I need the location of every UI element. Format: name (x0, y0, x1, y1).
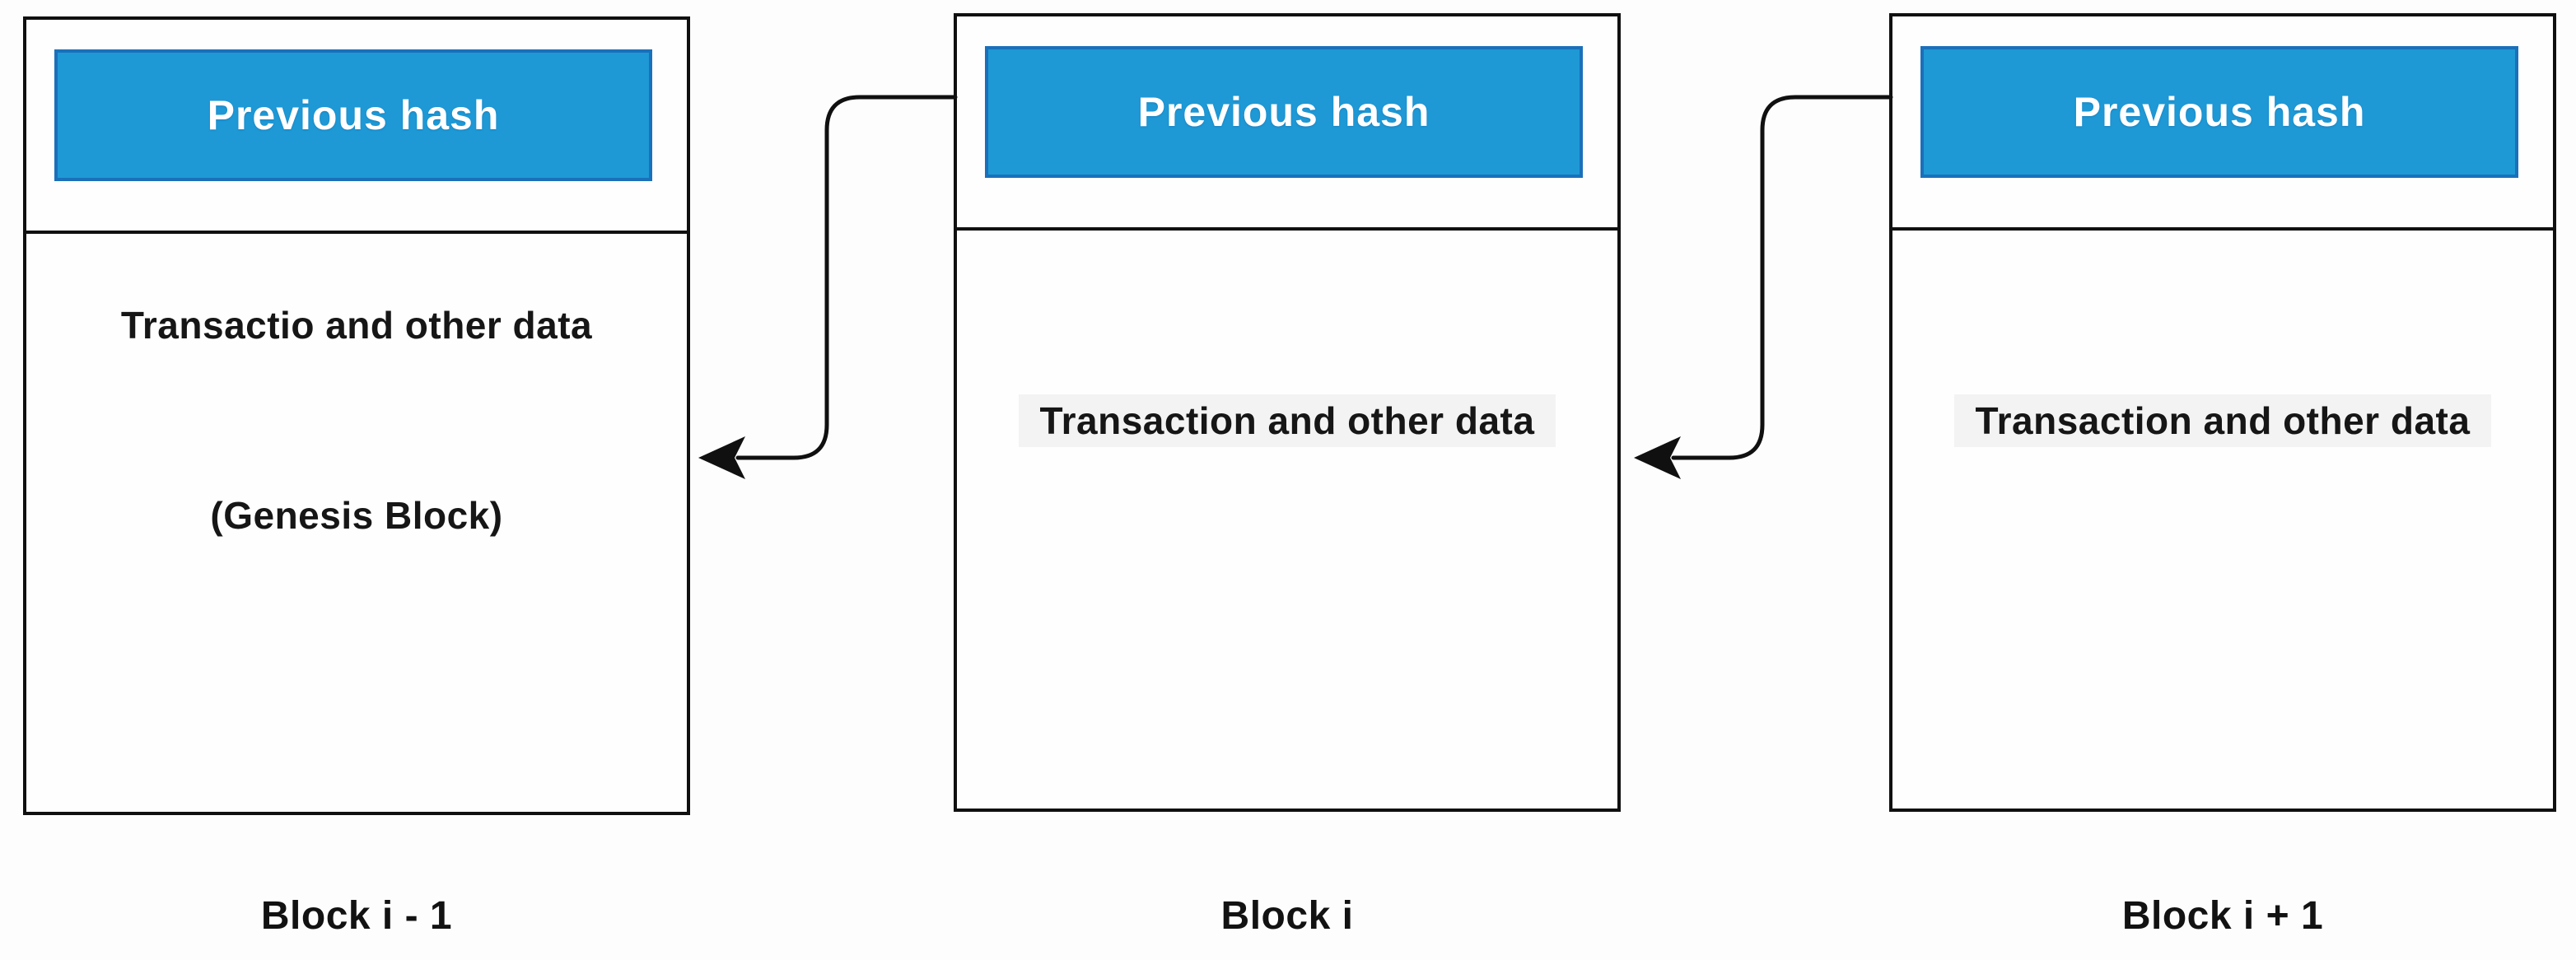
transaction-data-label: Transaction and other data (1953, 394, 2492, 447)
arrowhead-left-icon (1634, 436, 1681, 479)
block-header: Previous hash (957, 16, 1617, 231)
previous-hash-box: Previous hash (985, 46, 1583, 178)
block-i-plus-1: Previous hash Transaction and other data (1889, 13, 2556, 812)
block-i-minus-1: Previous hash Transactio and other data … (23, 16, 690, 815)
block-caption-i-plus-1: Block i + 1 (2121, 894, 2324, 938)
previous-hash-box: Previous hash (1920, 46, 2518, 178)
connector-line (735, 95, 958, 460)
previous-hash-box: Previous hash (54, 49, 652, 181)
block-header: Previous hash (26, 20, 687, 234)
transaction-data-label: Transactio and other data (120, 304, 593, 347)
genesis-block-text: (Genesis Block) (26, 493, 687, 538)
transaction-data-text: Transaction and other data (1892, 394, 2553, 447)
connector-line (1671, 95, 1893, 460)
arrowhead-left-icon (698, 436, 745, 479)
transaction-data-text: Transaction and other data (957, 394, 1617, 447)
arrow-block-i-to-block-i-minus-1 (698, 95, 958, 479)
block-caption-i-minus-1: Block i - 1 (260, 894, 453, 938)
block-header: Previous hash (1892, 16, 2553, 231)
previous-hash-label: Previous hash (207, 92, 500, 138)
previous-hash-label: Previous hash (2073, 89, 2366, 135)
arrow-block-i-plus-1-to-block-i (1634, 95, 1893, 479)
transaction-data-label: Transaction and other data (1018, 394, 1556, 447)
genesis-block-label: (Genesis Block) (210, 494, 503, 537)
block-i: Previous hash Transaction and other data (954, 13, 1621, 812)
transaction-data-text: Transactio and other data (26, 303, 687, 347)
previous-hash-label: Previous hash (1137, 89, 1430, 135)
block-caption-i: Block i (1220, 894, 1354, 938)
